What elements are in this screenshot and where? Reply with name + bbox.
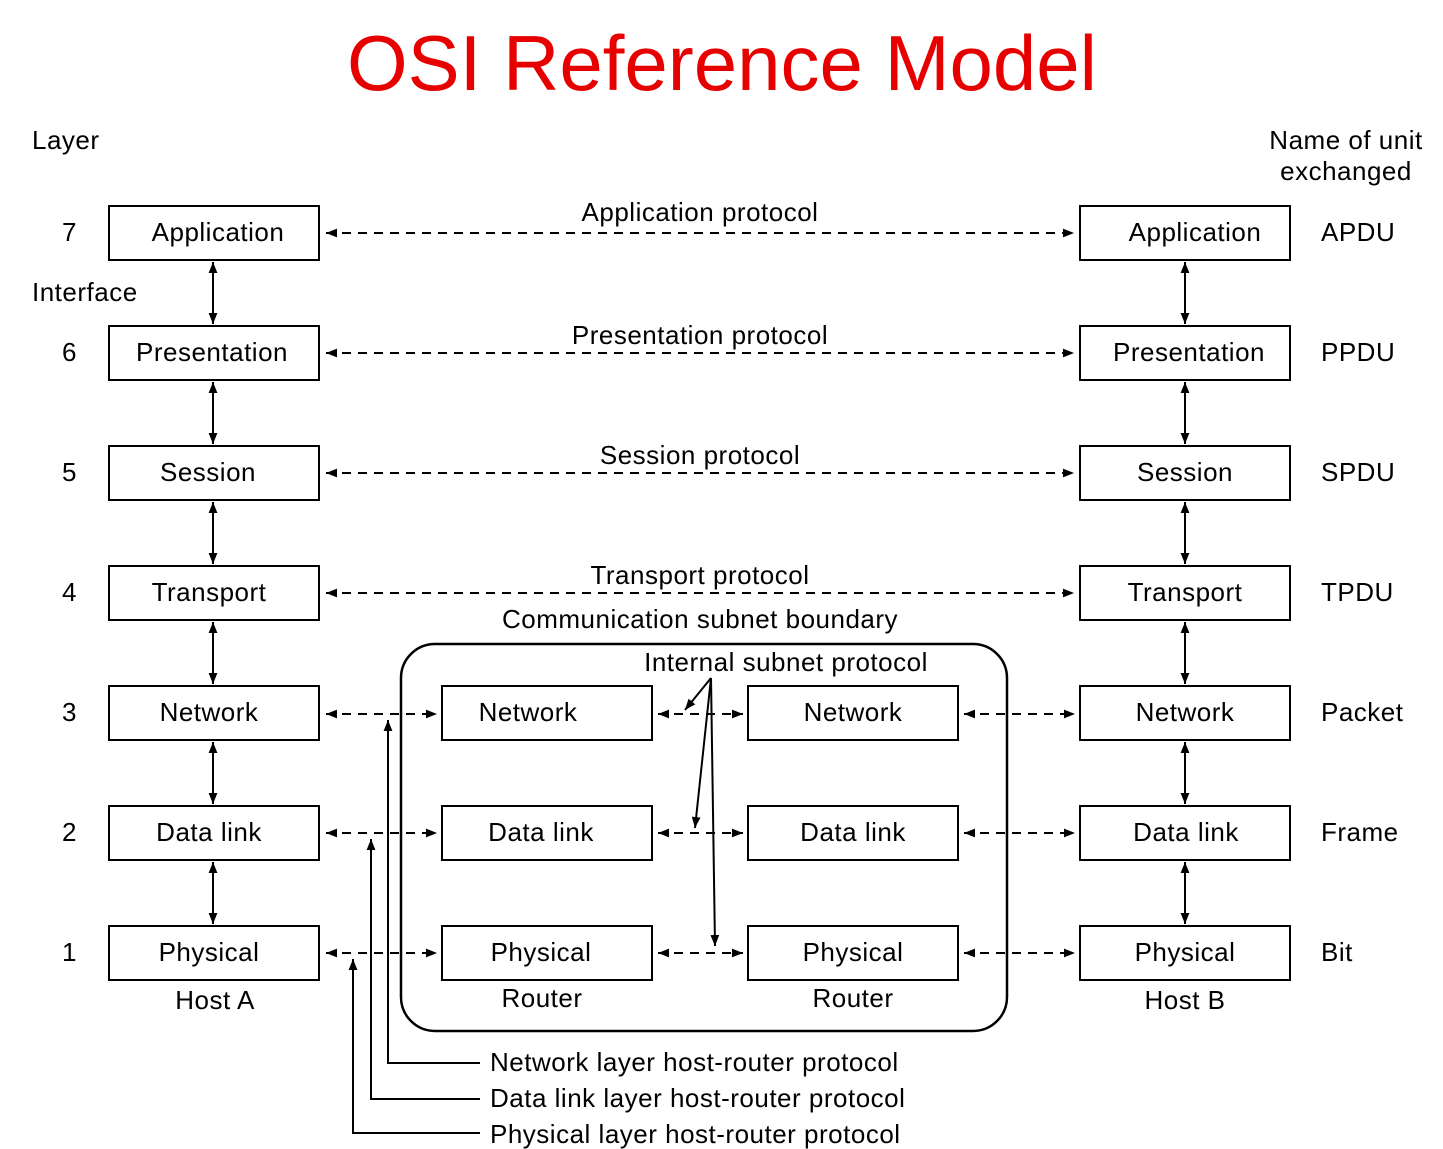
router-layer-box [747, 805, 959, 861]
callout-line [366, 839, 480, 1100]
host-b-layer-box [1079, 205, 1291, 261]
host-a-layer-label: Transport [152, 577, 267, 607]
datalink-host-router-protocol-label: Data link layer host-router protocol [490, 1083, 905, 1113]
unit-name: TPDU [1321, 577, 1394, 607]
network-host-router-protocol-label: Network layer host-router protocol [490, 1047, 899, 1077]
host-a-layer-box [108, 805, 320, 861]
callout-line [348, 959, 480, 1134]
pointer-line [684, 677, 712, 711]
host-b-layer-box [1079, 805, 1291, 861]
router-2-stack: Network Data link Physical Router [747, 685, 959, 1013]
unit-header-line2: exchanged [1280, 156, 1412, 186]
router-layer-label: Physical [803, 937, 904, 967]
host-a-layer-label: Network [160, 697, 259, 727]
router-layer-box [747, 925, 959, 981]
host-a-layer-box [108, 925, 320, 981]
layer-number: 3 [62, 697, 77, 727]
host-a-layer-label: Presentation [136, 337, 288, 367]
host-b-layer-label: Session [1137, 457, 1233, 487]
pointer-line [710, 677, 720, 947]
host-b-layer-label: Data link [1133, 817, 1239, 847]
peer-protocols: Application protocol Presentation protoc… [326, 197, 1074, 598]
router-layer-label: Network [804, 697, 903, 727]
router-layer-box [441, 925, 653, 981]
lower-layer-links [326, 709, 1075, 958]
host-b-layer-label: Network [1136, 697, 1235, 727]
router-layer-label: Data link [800, 817, 906, 847]
router-label: Router [501, 983, 582, 1013]
layer-number: 1 [62, 937, 77, 967]
host-a-layer-box [108, 565, 320, 621]
subnet-boundary [399, 642, 1009, 1033]
host-b-layer-box [1079, 565, 1291, 621]
host-b-layer-box [1079, 445, 1291, 501]
page-title: OSI Reference Model [347, 19, 1097, 107]
host-a-layer-label: Application [152, 217, 285, 247]
host-b-layer-label: Physical [1135, 937, 1236, 967]
layer-numbers: 7 6 5 4 3 2 1 [62, 217, 77, 967]
host-a-layer-box [108, 685, 320, 741]
host-a-layer-box [108, 325, 320, 381]
pointer-line [691, 677, 712, 829]
internal-protocol-pointers [684, 677, 720, 947]
layer-number: 5 [62, 457, 77, 487]
peer-protocol-label: Session protocol [600, 440, 800, 470]
host-b-stack: Application Presentation Session Transpo… [1079, 205, 1291, 1015]
router-layer-box [747, 685, 959, 741]
host-a-layer-label: Session [160, 457, 256, 487]
host-a-layer-label: Physical [159, 937, 260, 967]
peer-protocol-label: Presentation protocol [572, 320, 828, 350]
host-b-layer-box [1079, 325, 1291, 381]
unit-name: SPDU [1321, 457, 1395, 487]
physical-host-router-protocol-label: Physical layer host-router protocol [490, 1119, 901, 1149]
layer-number: 6 [62, 337, 77, 367]
router-label: Router [812, 983, 893, 1013]
router-layer-box [441, 805, 653, 861]
unit-names: APDU PPDU SPDU TPDU Packet Frame Bit [1321, 217, 1404, 967]
router-layer-label: Data link [488, 817, 594, 847]
unit-header-line1: Name of unit [1269, 125, 1423, 155]
unit-name: APDU [1321, 217, 1395, 247]
host-b-layer-box [1079, 925, 1291, 981]
unit-name: Bit [1321, 937, 1353, 967]
host-b-layer-label: Presentation [1113, 337, 1265, 367]
unit-name: PPDU [1321, 337, 1395, 367]
callout-line [383, 720, 480, 1064]
host-b-layer-label: Application [1129, 217, 1262, 247]
peer-protocol-label: Transport protocol [590, 560, 809, 590]
layer-header: Layer [32, 125, 100, 155]
host-router-callouts: Network layer host-router protocol Data … [348, 720, 905, 1149]
host-a-stack: Application Presentation Session Transpo… [108, 205, 320, 1015]
host-b-label: Host B [1144, 985, 1225, 1015]
router-layer-label: Network [479, 697, 578, 727]
internal-subnet-protocol-label: Internal subnet protocol [644, 647, 928, 677]
layer-number: 4 [62, 577, 77, 607]
interface-arrows [208, 262, 1190, 924]
subnet-boundary-label: Communication subnet boundary [502, 604, 898, 634]
host-b-layer-label: Transport [1128, 577, 1243, 607]
router-layer-label: Physical [491, 937, 592, 967]
layer-number: 7 [62, 217, 77, 247]
host-a-layer-label: Data link [156, 817, 262, 847]
host-a-layer-box [108, 205, 320, 261]
layer-number: 2 [62, 817, 77, 847]
unit-name: Packet [1321, 697, 1404, 727]
host-b-layer-box [1079, 685, 1291, 741]
host-a-label: Host A [175, 985, 255, 1015]
unit-name: Frame [1321, 817, 1399, 847]
router-layer-box [441, 685, 653, 741]
peer-protocol-label: Application protocol [582, 197, 819, 227]
router-1-stack: Network Data link Physical Router [441, 685, 653, 1013]
interface-label: Interface [32, 277, 138, 307]
host-a-layer-box [108, 445, 320, 501]
